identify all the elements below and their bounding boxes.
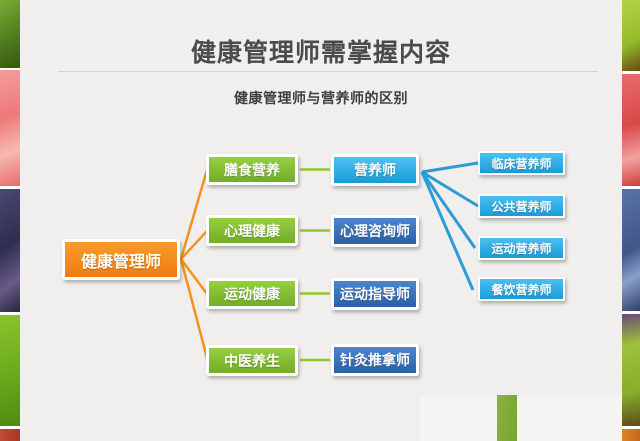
photo-tile-apple [622,0,640,71]
bottom-green-bar [497,395,517,441]
node-profession-acupuncture: 针灸推拿师 [331,344,419,376]
page-title: 健康管理师需掌握内容 [190,38,451,67]
title-divider [58,71,598,72]
photo-tile-red [0,429,20,441]
node-profession-nutritionist: 营养师 [331,154,419,186]
photo-tile-watermelon [0,70,20,186]
photo-tile-grass [0,315,20,426]
node-category-tcm: 中医养生 [206,345,298,376]
node-type-clinical-nutritionist: 临床营养师 [478,151,565,175]
node-category-exercise: 运动健康 [206,278,298,309]
connector-root-category-4 [179,258,209,359]
connector-root-category-3 [179,258,209,295]
photo-strip-left [0,0,20,441]
connector-nutritionist-type-3 [420,171,477,249]
photo-tile-greens [0,0,20,68]
node-profession-counselor: 心理咨询师 [331,215,419,247]
node-health-manager: 健康管理师 [62,239,180,280]
connector-root-category-2 [180,230,208,260]
bottom-light-strip [420,396,622,441]
photo-tile-berries [0,189,20,312]
node-type-public-nutritionist: 公共营养师 [478,194,565,218]
node-category-mental: 心理健康 [206,215,298,246]
photo-tile-orange [622,429,640,441]
connector-nutritionist-type-4 [420,171,475,291]
node-type-catering-nutritionist: 餐饮营养师 [478,277,565,301]
connector-nutritionist-type-1 [421,161,479,174]
page-subtitle: 健康管理师与营养师的区别 [234,91,408,107]
photo-tile-grapes [622,314,640,426]
content-card: 健康管理师需掌握内容 健康管理师与营养师的区别 健康管理师 膳食营养 心理健康 … [20,0,622,441]
node-profession-sports-guide: 运动指导师 [331,278,419,310]
node-category-diet: 膳食营养 [206,154,298,185]
photo-tile-strawberry [622,74,640,186]
photo-strip-right [622,0,640,441]
node-type-sports-nutritionist: 运动营养师 [478,236,565,260]
photo-tile-blueberries [622,189,640,311]
connector-nutritionist-type-2 [421,170,479,208]
connector-root-category-1 [179,169,209,260]
